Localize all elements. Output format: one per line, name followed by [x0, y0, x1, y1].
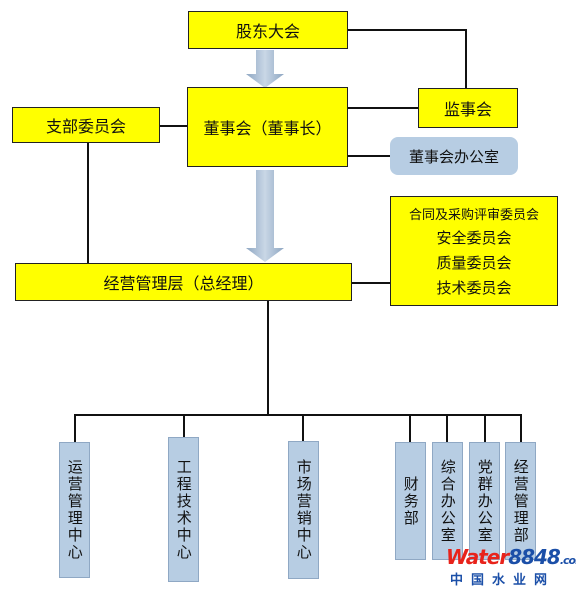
- dept-party-office: 党群办公室: [469, 442, 500, 560]
- watermark-subtitle: 中国水业网: [450, 573, 556, 588]
- dept-business-management: 经营管理部: [505, 442, 536, 560]
- dept-marketing-label: 市场营销中心: [294, 459, 313, 561]
- dept-engineering-center: 工程技术中心: [168, 437, 199, 582]
- dept-operations-label: 运营管理中心: [65, 459, 84, 561]
- watermark-brand-suffix: .com: [559, 554, 576, 567]
- arrow-board-to-management: [246, 170, 284, 262]
- watermark-brand: Water8848.com: [446, 545, 576, 569]
- dept-finance-label: 财务部: [401, 475, 420, 527]
- node-board: 董事会（董事长）: [187, 87, 348, 167]
- dept-general-office-label: 综合办公室: [438, 458, 457, 544]
- node-management: 经营管理层（总经理）: [15, 263, 352, 301]
- dept-general-office: 综合办公室: [432, 442, 463, 560]
- node-committees: 合同及采购评审委员会 安全委员会 质量委员会 技术委员会: [390, 196, 558, 306]
- dept-business-management-label: 经营管理部: [511, 458, 530, 544]
- watermark-brand-number: 8848: [508, 545, 561, 569]
- dept-party-office-label: 党群办公室: [475, 458, 494, 544]
- dept-marketing-center: 市场营销中心: [288, 441, 319, 579]
- node-branch-committee: 支部委员会: [12, 107, 160, 143]
- node-board-office: 董事会办公室: [390, 137, 518, 175]
- committee-contract-procurement: 合同及采购评审委员会: [408, 208, 539, 223]
- watermark-brand-water: Water: [446, 545, 509, 569]
- dept-operations-center: 运营管理中心: [59, 442, 90, 578]
- dept-finance: 财务部: [395, 442, 426, 560]
- watermark-logo: Water8848.com 中国水业网: [446, 545, 576, 589]
- arrow-shareholders-to-board: [246, 50, 284, 88]
- dept-engineering-label: 工程技术中心: [174, 458, 193, 561]
- line-shareholders-supervisors: [348, 29, 467, 88]
- committee-technology: 技术委员会: [436, 279, 512, 297]
- node-shareholders: 股东大会: [188, 11, 348, 49]
- committee-safety: 安全委员会: [436, 229, 512, 247]
- committee-quality: 质量委员会: [436, 254, 512, 272]
- node-supervisors: 监事会: [418, 88, 518, 128]
